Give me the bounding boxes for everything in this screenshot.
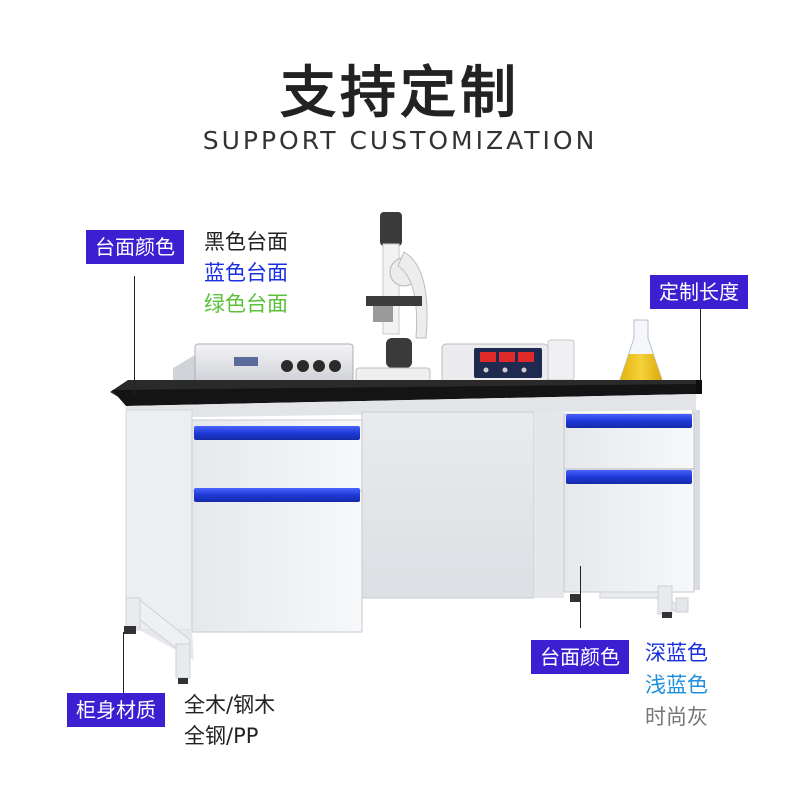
microscope — [355, 212, 431, 383]
option-dark-blue: 深蓝色 — [645, 641, 708, 665]
custom-length-tag: 定制长度 — [650, 275, 748, 309]
option-blue-worktop: 蓝色台面 — [204, 261, 288, 285]
cabinet-body — [125, 394, 700, 631]
connector-line-bottom-left — [123, 632, 124, 694]
option-light-blue: 浅蓝色 — [645, 673, 708, 697]
option-green-worktop: 绿色台面 — [204, 292, 288, 316]
lab-device-right — [441, 339, 575, 383]
flask — [619, 319, 663, 381]
option-wood-steel: 全木/钢木 — [184, 693, 276, 717]
worktop — [110, 380, 702, 406]
page-title: 支持定制 — [280, 61, 520, 126]
connector-line-top-left — [134, 276, 135, 396]
option-black-worktop: 黑色台面 — [204, 230, 288, 254]
worktop-color-tag: 台面颜色 — [86, 230, 184, 264]
page-subtitle: SUPPORT CUSTOMIZATION — [202, 126, 598, 155]
connector-line-bottom-right — [580, 566, 581, 628]
lab-device-left — [173, 343, 354, 389]
body-material-tag: 柜身材质 — [67, 693, 165, 727]
connector-line-top-right — [700, 306, 701, 382]
right-cabinet — [563, 413, 695, 593]
option-fashion-gray: 时尚灰 — [645, 705, 708, 729]
leg-frame — [124, 585, 689, 684]
left-cabinet — [191, 419, 363, 633]
option-steel-pp: 全钢/PP — [184, 724, 259, 748]
cabinet-color-tag: 台面颜色 — [531, 640, 629, 674]
